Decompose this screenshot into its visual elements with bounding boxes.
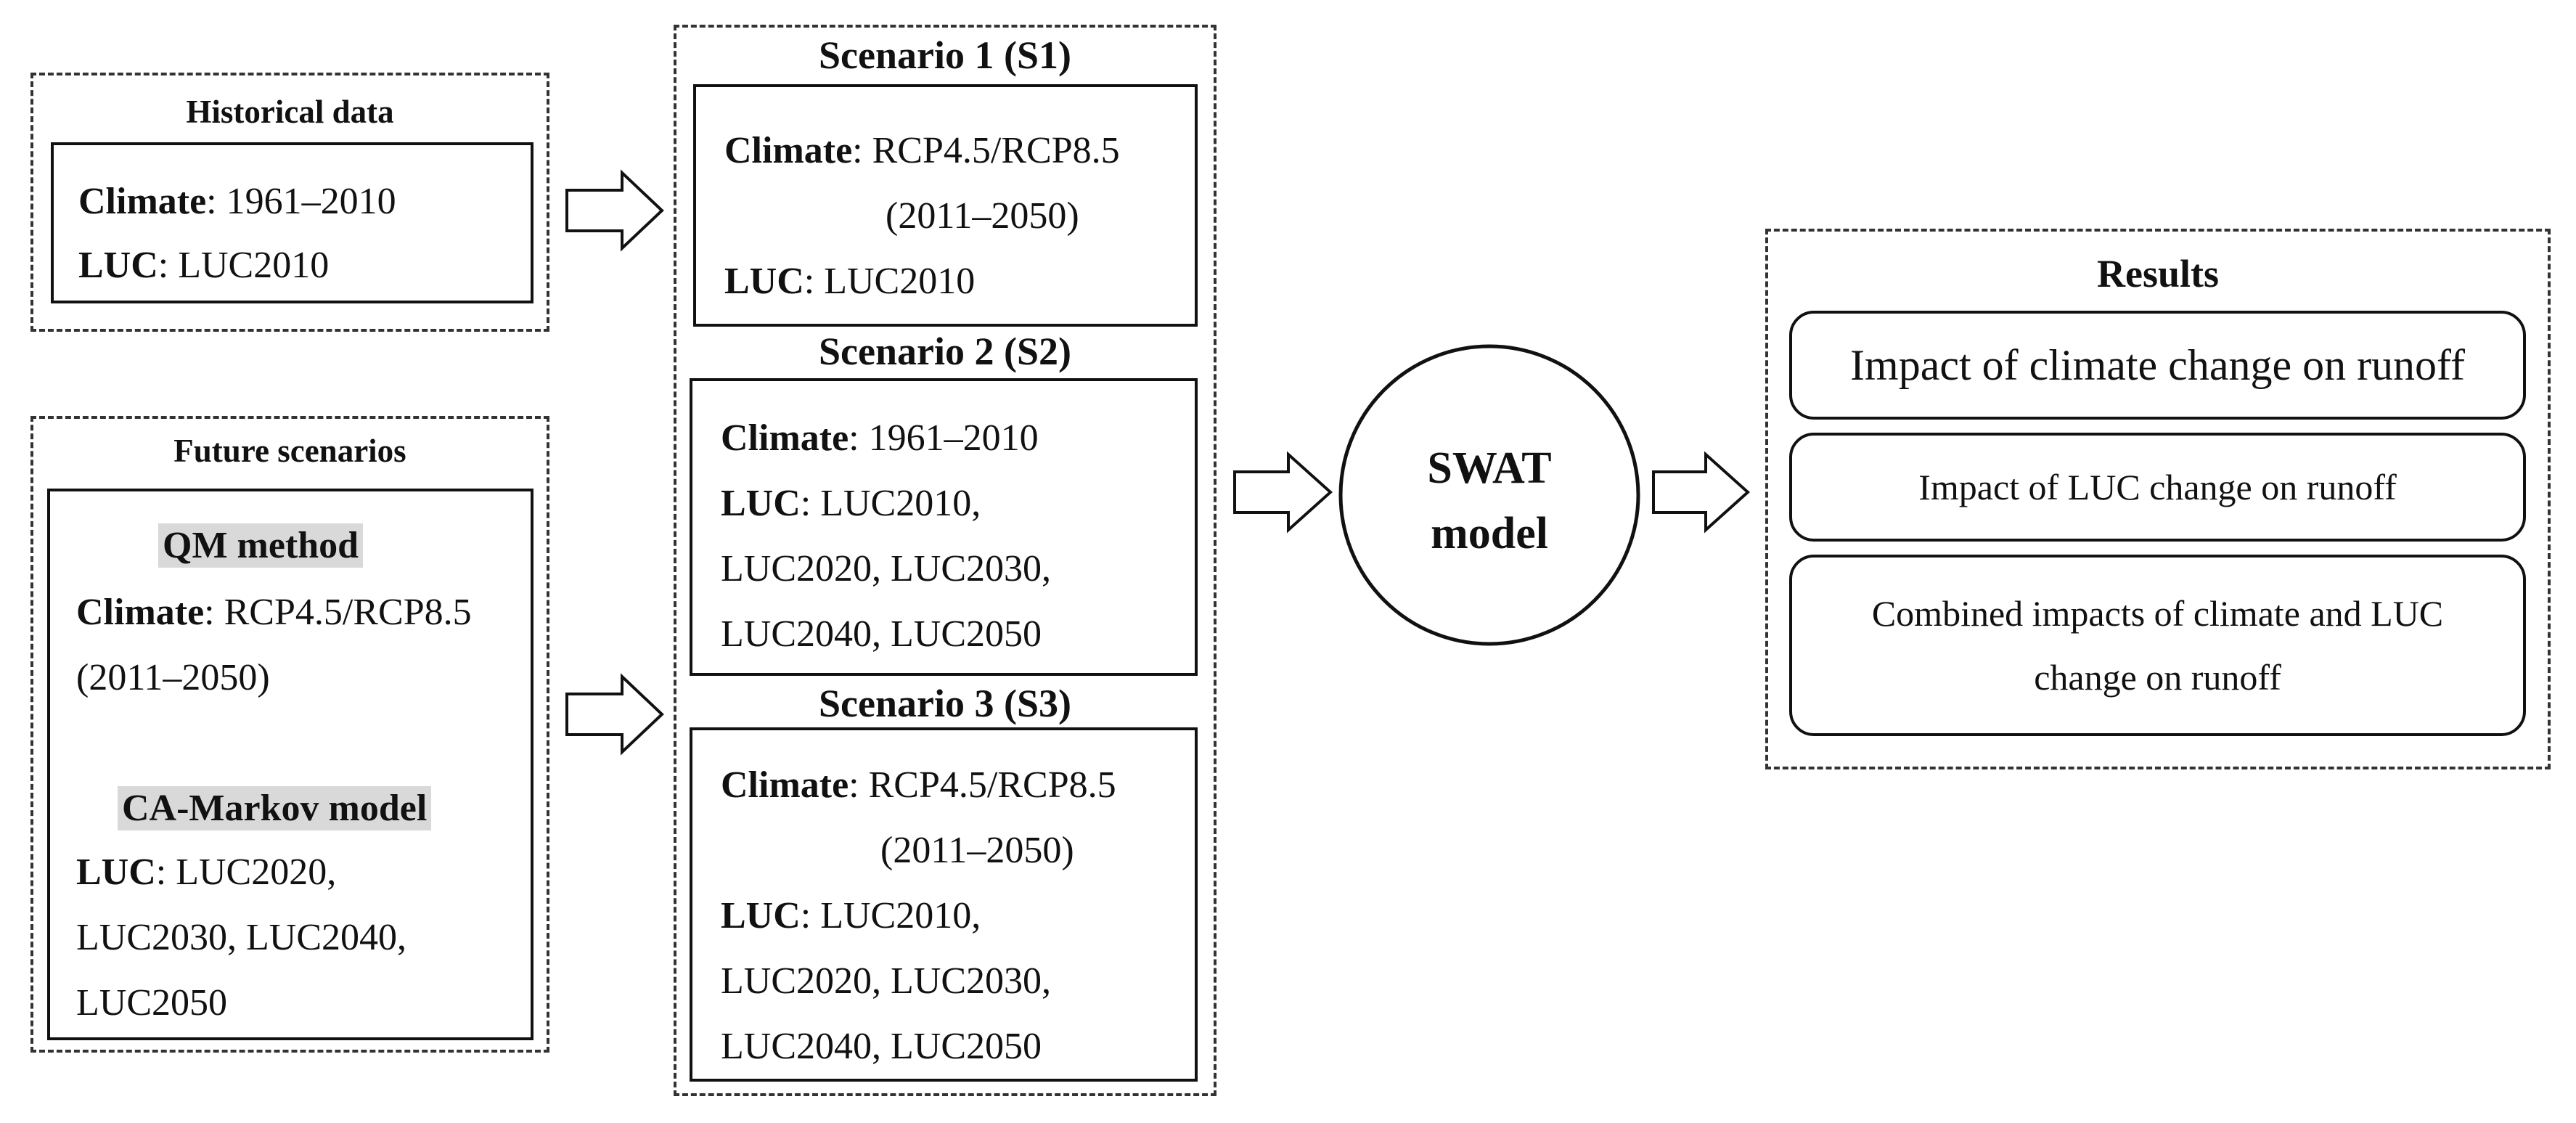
s1-luc-line: LUC: LUC2010 — [724, 260, 975, 303]
s2-luc-line3: LUC2040, LUC2050 — [721, 613, 1042, 655]
s1-climate-period: (2011–2050) — [886, 195, 1079, 237]
future-scenarios-title: Future scenarios — [173, 433, 406, 469]
ca-markov-title: CA-Markov model — [118, 786, 432, 830]
swat-model-circle — [1338, 344, 1640, 646]
s3-luc-label: LUC — [721, 895, 801, 936]
historical-climate-line: Climate: 1961–2010 — [78, 180, 396, 224]
scenario-1-box — [693, 84, 1198, 327]
results-title: Results — [2096, 252, 2219, 295]
result-climate-text: Impact of climate change on runoff — [1850, 340, 2465, 389]
future-luc-line: LUC: LUC2020, — [76, 851, 336, 894]
future-climate-line: Climate: RCP4.5/RCP8.5 — [76, 591, 472, 634]
result-luc-text: Impact of LUC change on runoff — [1918, 467, 2397, 507]
historical-data-box — [51, 142, 533, 303]
arrow-swat-to-results — [1652, 451, 1750, 534]
historical-data-title: Historical data — [186, 94, 394, 130]
s3-climate-label: Climate — [721, 764, 849, 806]
s3-climate-value: : RCP4.5/RCP8.5 — [849, 764, 1116, 806]
arrow-future-to-s3 — [565, 673, 664, 756]
result-climate-box: Impact of climate change on runoff — [1789, 311, 2526, 420]
historical-luc-line: LUC: LUC2010 — [78, 244, 329, 287]
scenario-1-title: Scenario 1 (S1) — [819, 33, 1071, 77]
result-combined-box: Combined impacts of climate and LUC chan… — [1789, 555, 2526, 736]
s1-climate-line: Climate: RCP4.5/RCP8.5 — [724, 129, 1120, 173]
s2-climate-line: Climate: 1961–2010 — [721, 417, 1039, 460]
arrow-historical-to-s1 — [565, 169, 664, 252]
scenario-2-box — [690, 378, 1198, 676]
future-climate-period: (2011–2050) — [76, 657, 270, 698]
swat-model-label: SWAT model — [1341, 436, 1638, 566]
s2-climate-label: Climate — [721, 417, 849, 459]
s3-luc-value: : LUC2010, — [800, 895, 981, 936]
historical-luc-label: LUC — [78, 245, 158, 286]
s1-climate-value: : RCP4.5/RCP8.5 — [852, 130, 1120, 171]
future-climate-value: : RCP4.5/RCP8.5 — [204, 592, 472, 633]
s1-luc-label: LUC — [724, 261, 804, 302]
scenario-3-box — [690, 727, 1198, 1082]
result-combined-line2: change on runoff — [2034, 657, 2281, 698]
s3-luc-line2: LUC2020, LUC2030, — [721, 960, 1051, 1002]
qm-method-highlight: QM method — [158, 523, 364, 568]
future-climate-label: Climate — [76, 592, 205, 633]
s3-climate-line: Climate: RCP4.5/RCP8.5 — [721, 764, 1116, 807]
scenarios-group — [674, 25, 1217, 1096]
s2-luc-line2: LUC2020, LUC2030, — [721, 548, 1051, 589]
s2-luc-line: LUC: LUC2010, — [721, 482, 981, 526]
historical-data-group — [30, 73, 549, 332]
qm-method-title: QM method — [158, 523, 364, 568]
historical-luc-value: : LUC2010 — [158, 245, 330, 286]
s3-climate-period: (2011–2050) — [880, 830, 1074, 871]
result-luc-box: Impact of LUC change on runoff — [1789, 433, 2526, 542]
s1-luc-value: : LUC2010 — [804, 261, 976, 302]
historical-climate-value: : 1961–2010 — [206, 181, 396, 222]
result-combined-line1: Combined impacts of climate and LUC — [1871, 593, 2444, 634]
future-scenarios-group — [30, 416, 549, 1053]
s2-luc-label: LUC — [721, 483, 801, 524]
arrow-scenarios-to-swat — [1233, 451, 1333, 534]
s3-luc-line3: LUC2040, LUC2050 — [721, 1026, 1042, 1067]
s2-luc-value: : LUC2010, — [800, 483, 981, 524]
scenario-3-title: Scenario 3 (S3) — [819, 682, 1071, 725]
future-luc-label: LUC — [76, 852, 156, 893]
scenario-2-title: Scenario 2 (S2) — [819, 330, 1071, 373]
future-luc-value: : LUC2020, — [155, 852, 337, 893]
s3-luc-line: LUC: LUC2010, — [721, 894, 981, 938]
future-luc-line3: LUC2050 — [76, 982, 227, 1024]
historical-climate-label: Climate — [78, 181, 207, 222]
swat-model-line1: SWAT — [1427, 444, 1552, 493]
s1-climate-label: Climate — [724, 130, 853, 171]
future-luc-line2: LUC2030, LUC2040, — [76, 917, 406, 958]
ca-markov-highlight: CA-Markov model — [118, 786, 432, 830]
s2-climate-value: : 1961–2010 — [849, 417, 1039, 459]
future-scenarios-box — [47, 489, 533, 1040]
results-group — [1765, 229, 2551, 769]
swat-model-line2: model — [1431, 509, 1548, 558]
